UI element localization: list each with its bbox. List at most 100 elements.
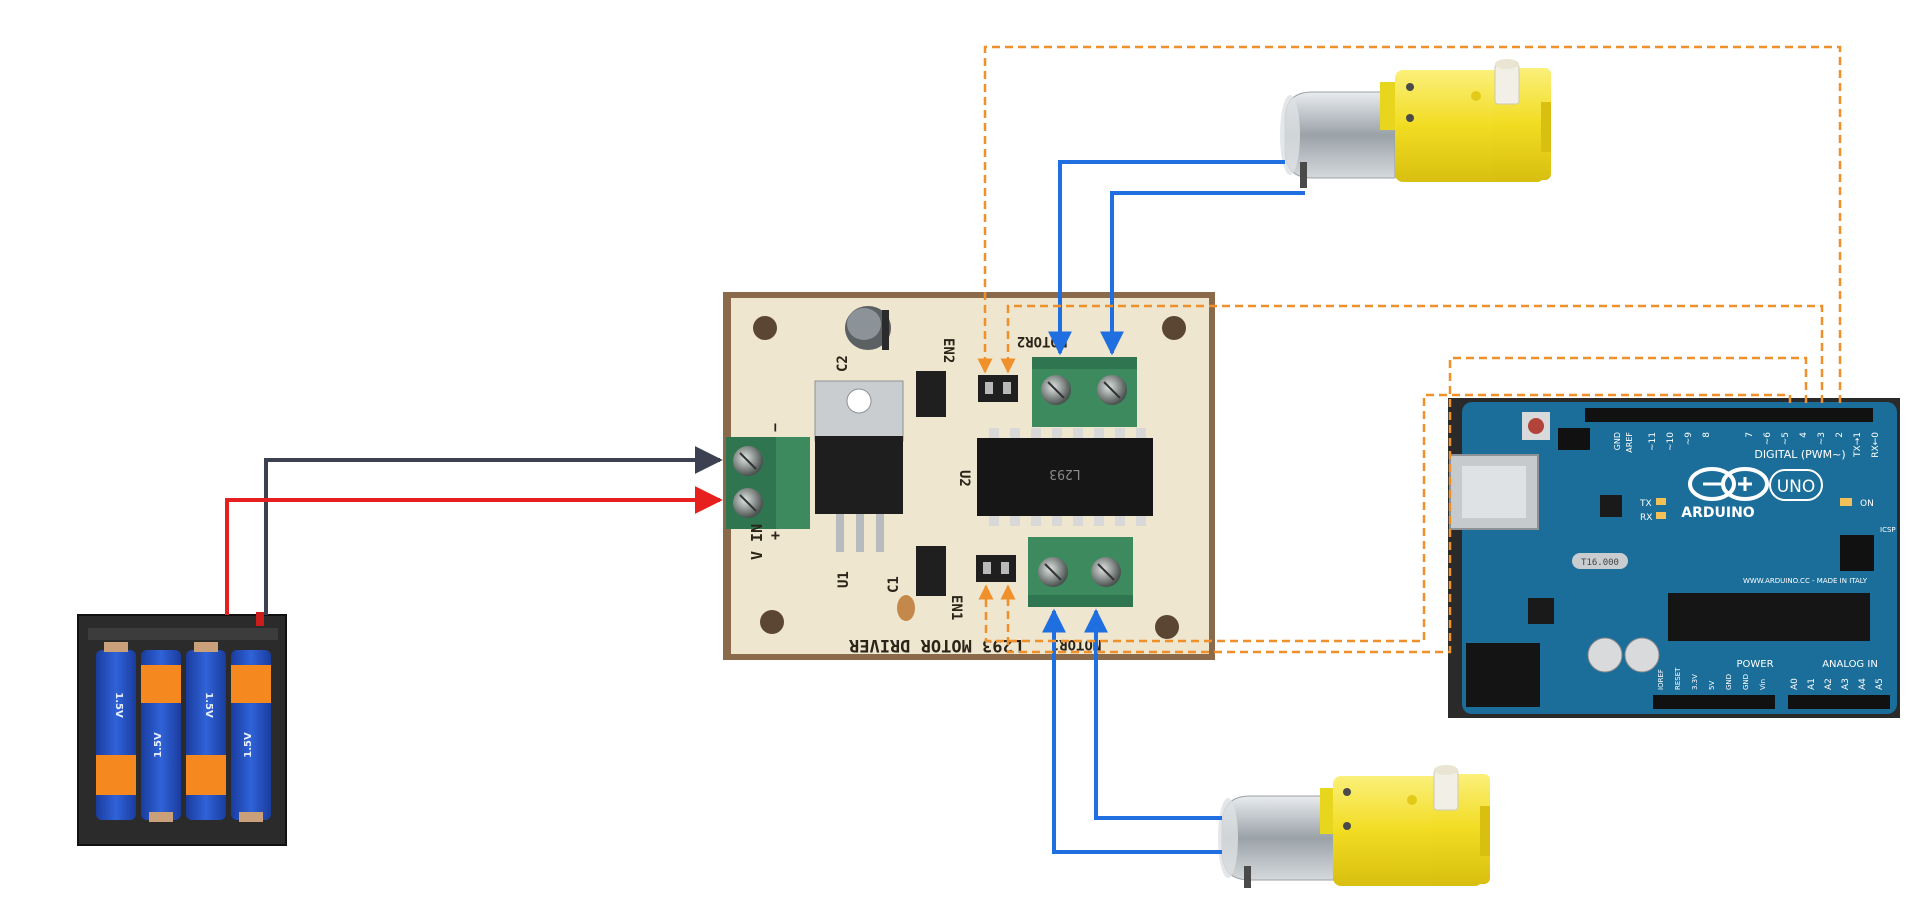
analog-header xyxy=(1788,695,1890,709)
board-title: L293 MOTOR DRIVER xyxy=(848,635,1023,655)
uno-badge xyxy=(1769,469,1823,501)
icsp-header-top xyxy=(1558,428,1590,450)
svg-text:2: 2 xyxy=(1835,432,1845,438)
crystal xyxy=(1572,553,1628,569)
wire-positive xyxy=(225,486,723,615)
svg-text:1.5V: 1.5V xyxy=(153,732,164,758)
svg-text:~3: ~3 xyxy=(1817,432,1827,445)
wire-negative xyxy=(264,446,723,615)
arduino-brand: ARDUINO xyxy=(1681,505,1755,521)
svg-text:~10: ~10 xyxy=(1666,432,1676,451)
en2-label: EN2 xyxy=(940,338,956,363)
digital-pin-labels: ~11 ~10 ~9 8 7 ~6 ~5 4 ~3 2 TX→1 RX←0 xyxy=(1648,432,1881,458)
svg-text:A2: A2 xyxy=(1824,678,1834,690)
uno-model: UNO xyxy=(1777,477,1816,497)
svg-text:GND: GND xyxy=(1725,674,1733,690)
svg-text:~6: ~6 xyxy=(1763,432,1773,446)
usb-port xyxy=(1449,454,1539,530)
l293-chip: L293 xyxy=(977,428,1153,526)
wire-motor1-a xyxy=(1084,608,1222,820)
svg-text:TX→1: TX→1 xyxy=(1853,432,1863,458)
svg-text:~11: ~11 xyxy=(1648,432,1658,451)
svg-text:4: 4 xyxy=(1799,432,1809,438)
u2-label: U2 xyxy=(956,470,972,487)
battery-pack: 1.5V 1.5V 1.5V 1.5V xyxy=(77,612,287,846)
svg-text:A4: A4 xyxy=(1858,678,1868,690)
svg-text:A1: A1 xyxy=(1807,678,1817,690)
mounting-hole xyxy=(1162,316,1186,340)
rx-led xyxy=(1656,512,1666,519)
icsp-label: ICSP xyxy=(1880,526,1896,534)
atmega-chip xyxy=(1668,593,1870,641)
mounting-hole xyxy=(760,610,784,634)
website-label: WWW.ARDUINO.CC - MADE IN ITALY xyxy=(1743,577,1868,585)
svg-text:3.3V: 3.3V xyxy=(1691,674,1699,690)
vin-label: V IN xyxy=(748,524,766,560)
capacitor-uno xyxy=(1624,637,1660,673)
svg-text:RESET: RESET xyxy=(1674,667,1682,690)
capacitor-uno xyxy=(1587,637,1623,673)
power-header xyxy=(1653,695,1775,709)
svg-text:IOREF: IOREF xyxy=(1657,669,1665,690)
motor-bottom xyxy=(1218,765,1490,888)
svg-text:A5: A5 xyxy=(1875,678,1885,690)
svg-text:Vin: Vin xyxy=(1759,679,1767,690)
gnd-label: GND xyxy=(1613,432,1622,450)
voltage-regulator-uno xyxy=(1528,598,1554,624)
motor1-label: MOTOR1 xyxy=(1051,636,1102,652)
tx-led xyxy=(1656,498,1666,505)
input-header-bottom xyxy=(976,555,1016,582)
on-label: ON xyxy=(1860,499,1874,509)
c2-label: C2 xyxy=(835,355,851,372)
svg-text:A0: A0 xyxy=(1790,678,1800,690)
arduino-logo xyxy=(1688,467,1769,501)
ceramic-capacitor xyxy=(897,595,915,621)
analog-pin-labels: A0 A1 A2 A3 A4 A5 xyxy=(1790,678,1885,690)
capacitor xyxy=(845,306,891,350)
input-header-top xyxy=(978,375,1018,402)
svg-text:1.5V: 1.5V xyxy=(243,732,254,758)
aref-label: AREF xyxy=(1625,432,1634,453)
minus-label: − xyxy=(766,423,784,432)
svg-text:5V: 5V xyxy=(1708,681,1716,690)
plus-label: + xyxy=(766,531,784,540)
svg-text:1.5V: 1.5V xyxy=(203,692,214,718)
usb-chip xyxy=(1600,495,1622,517)
icsp-header-right xyxy=(1840,535,1874,571)
wire-motor2-a xyxy=(1048,160,1285,356)
svg-text:L293: L293 xyxy=(1049,466,1080,481)
motor-driver-board: V IN + − U1 C2 C1 EN2 xyxy=(723,292,1215,660)
svg-text:~9: ~9 xyxy=(1684,432,1694,446)
voltage-regulator xyxy=(814,380,904,552)
dc-power-jack xyxy=(1466,643,1540,707)
svg-text:8: 8 xyxy=(1702,432,1712,438)
signal-wire-2 xyxy=(1000,304,1824,403)
u1-label: U1 xyxy=(836,571,852,588)
svg-text:A3: A3 xyxy=(1841,678,1851,690)
battery-cell: 1.5V xyxy=(96,642,136,820)
signal-wire-4 xyxy=(978,393,1792,643)
c1-label: C1 xyxy=(886,576,902,593)
crystal-label: T16.000 xyxy=(1581,558,1619,568)
power-input-terminal xyxy=(726,437,810,529)
mounting-hole xyxy=(1155,615,1179,639)
signal-wire-1 xyxy=(977,45,1842,403)
motor1-terminal xyxy=(1028,537,1133,607)
battery-cell: 1.5V xyxy=(231,650,271,822)
svg-text:GND: GND xyxy=(1742,674,1750,690)
signal-wire-3 xyxy=(1000,356,1808,654)
digital-header xyxy=(1585,408,1873,422)
svg-text:1.5V: 1.5V xyxy=(113,692,124,718)
on-led xyxy=(1840,498,1852,506)
svg-text:~5: ~5 xyxy=(1781,432,1791,445)
digital-label: DIGITAL (PWM~) xyxy=(1754,448,1845,461)
rx-label: RX xyxy=(1640,513,1652,523)
power-pin-labels: IOREF RESET 3.3V 5V GND GND Vin xyxy=(1657,667,1767,690)
mounting-hole xyxy=(753,316,777,340)
motor-top xyxy=(1280,59,1551,188)
en1-label: EN1 xyxy=(948,595,964,620)
en1-header xyxy=(916,546,946,596)
arduino-uno: DIGITAL (PWM~) ~11 ~10 ~9 8 7 ~6 ~5 4 ~3… xyxy=(1448,398,1900,718)
en2-header xyxy=(916,371,946,417)
